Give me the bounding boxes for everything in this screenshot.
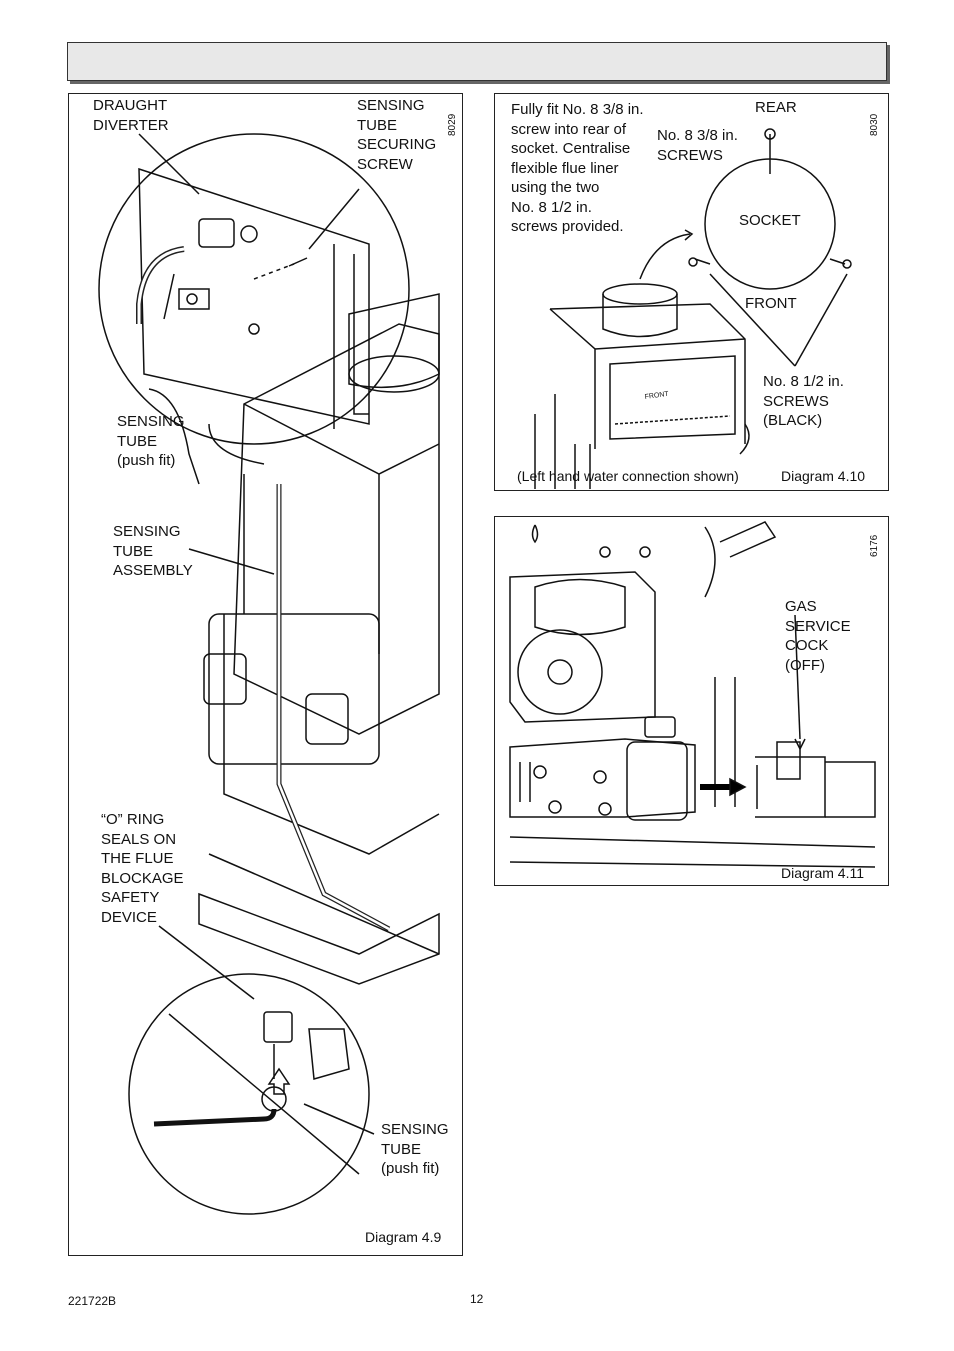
- sensing-tube-securing-screw-label: SENSING TUBE SECURING SCREW: [357, 97, 437, 173]
- rear-label: REAR: [755, 99, 797, 116]
- document-number: 221722B: [68, 1294, 117, 1308]
- draught-diverter-label: DRAUGHT DIVERTER: [93, 97, 169, 134]
- diagram-4-11-panel: 6176 GAS SERVICE COCK (OFF) Diagram 4.11: [494, 516, 889, 886]
- page-number: 12: [470, 1292, 484, 1306]
- diagram-ref-number: 8029: [447, 113, 458, 136]
- instruction-text: Fully fit No. 8 3/8 in. screw into rear …: [511, 101, 644, 235]
- page-header-bar: [67, 42, 887, 81]
- diagram-4-9-panel: DRAUGHT DIVERTER SENSING TUBE SECURING S…: [68, 93, 463, 1256]
- front-label: FRONT: [745, 295, 797, 312]
- gas-service-cock-label: GAS SERVICE COCK (OFF): [785, 598, 851, 674]
- o-ring-seals-label: “O” RING SEALS ON THE FLUE BLOCKAGE SAFE…: [101, 811, 184, 926]
- diagram-4-10-illustration: FRONT: [534, 128, 852, 489]
- diagram-caption: Diagram 4.11: [781, 865, 865, 881]
- diagram-4-10-panel: FRONT Fully fit No. 8 3/8 in. screw into…: [494, 93, 889, 491]
- diagram-caption: Diagram 4.9: [365, 1229, 442, 1245]
- sensing-tube-push-fit-label-top: SENSING TUBE (push fit): [117, 413, 185, 469]
- diagram-caption: Diagram 4.10: [781, 468, 866, 484]
- diagram-ref-number: 6176: [869, 534, 880, 557]
- screws-1-2-label: No. 8 1/2 in. SCREWS (BLACK): [763, 373, 844, 429]
- screws-3-8-label: No. 8 3/8 in. SCREWS: [657, 127, 738, 164]
- diagram-4-11-illustration: [509, 521, 876, 868]
- diagram-ref-number: 8030: [869, 113, 880, 136]
- water-connection-note: (Left hand water connection shown): [517, 468, 739, 484]
- diagram-4-9-illustration: [98, 133, 440, 1215]
- svg-text:FRONT: FRONT: [644, 391, 670, 401]
- sensing-tube-push-fit-label-bottom: SENSING TUBE (push fit): [381, 1121, 449, 1177]
- socket-label: SOCKET: [739, 212, 801, 229]
- sensing-tube-assembly-label: SENSING TUBE ASSEMBLY: [113, 523, 193, 579]
